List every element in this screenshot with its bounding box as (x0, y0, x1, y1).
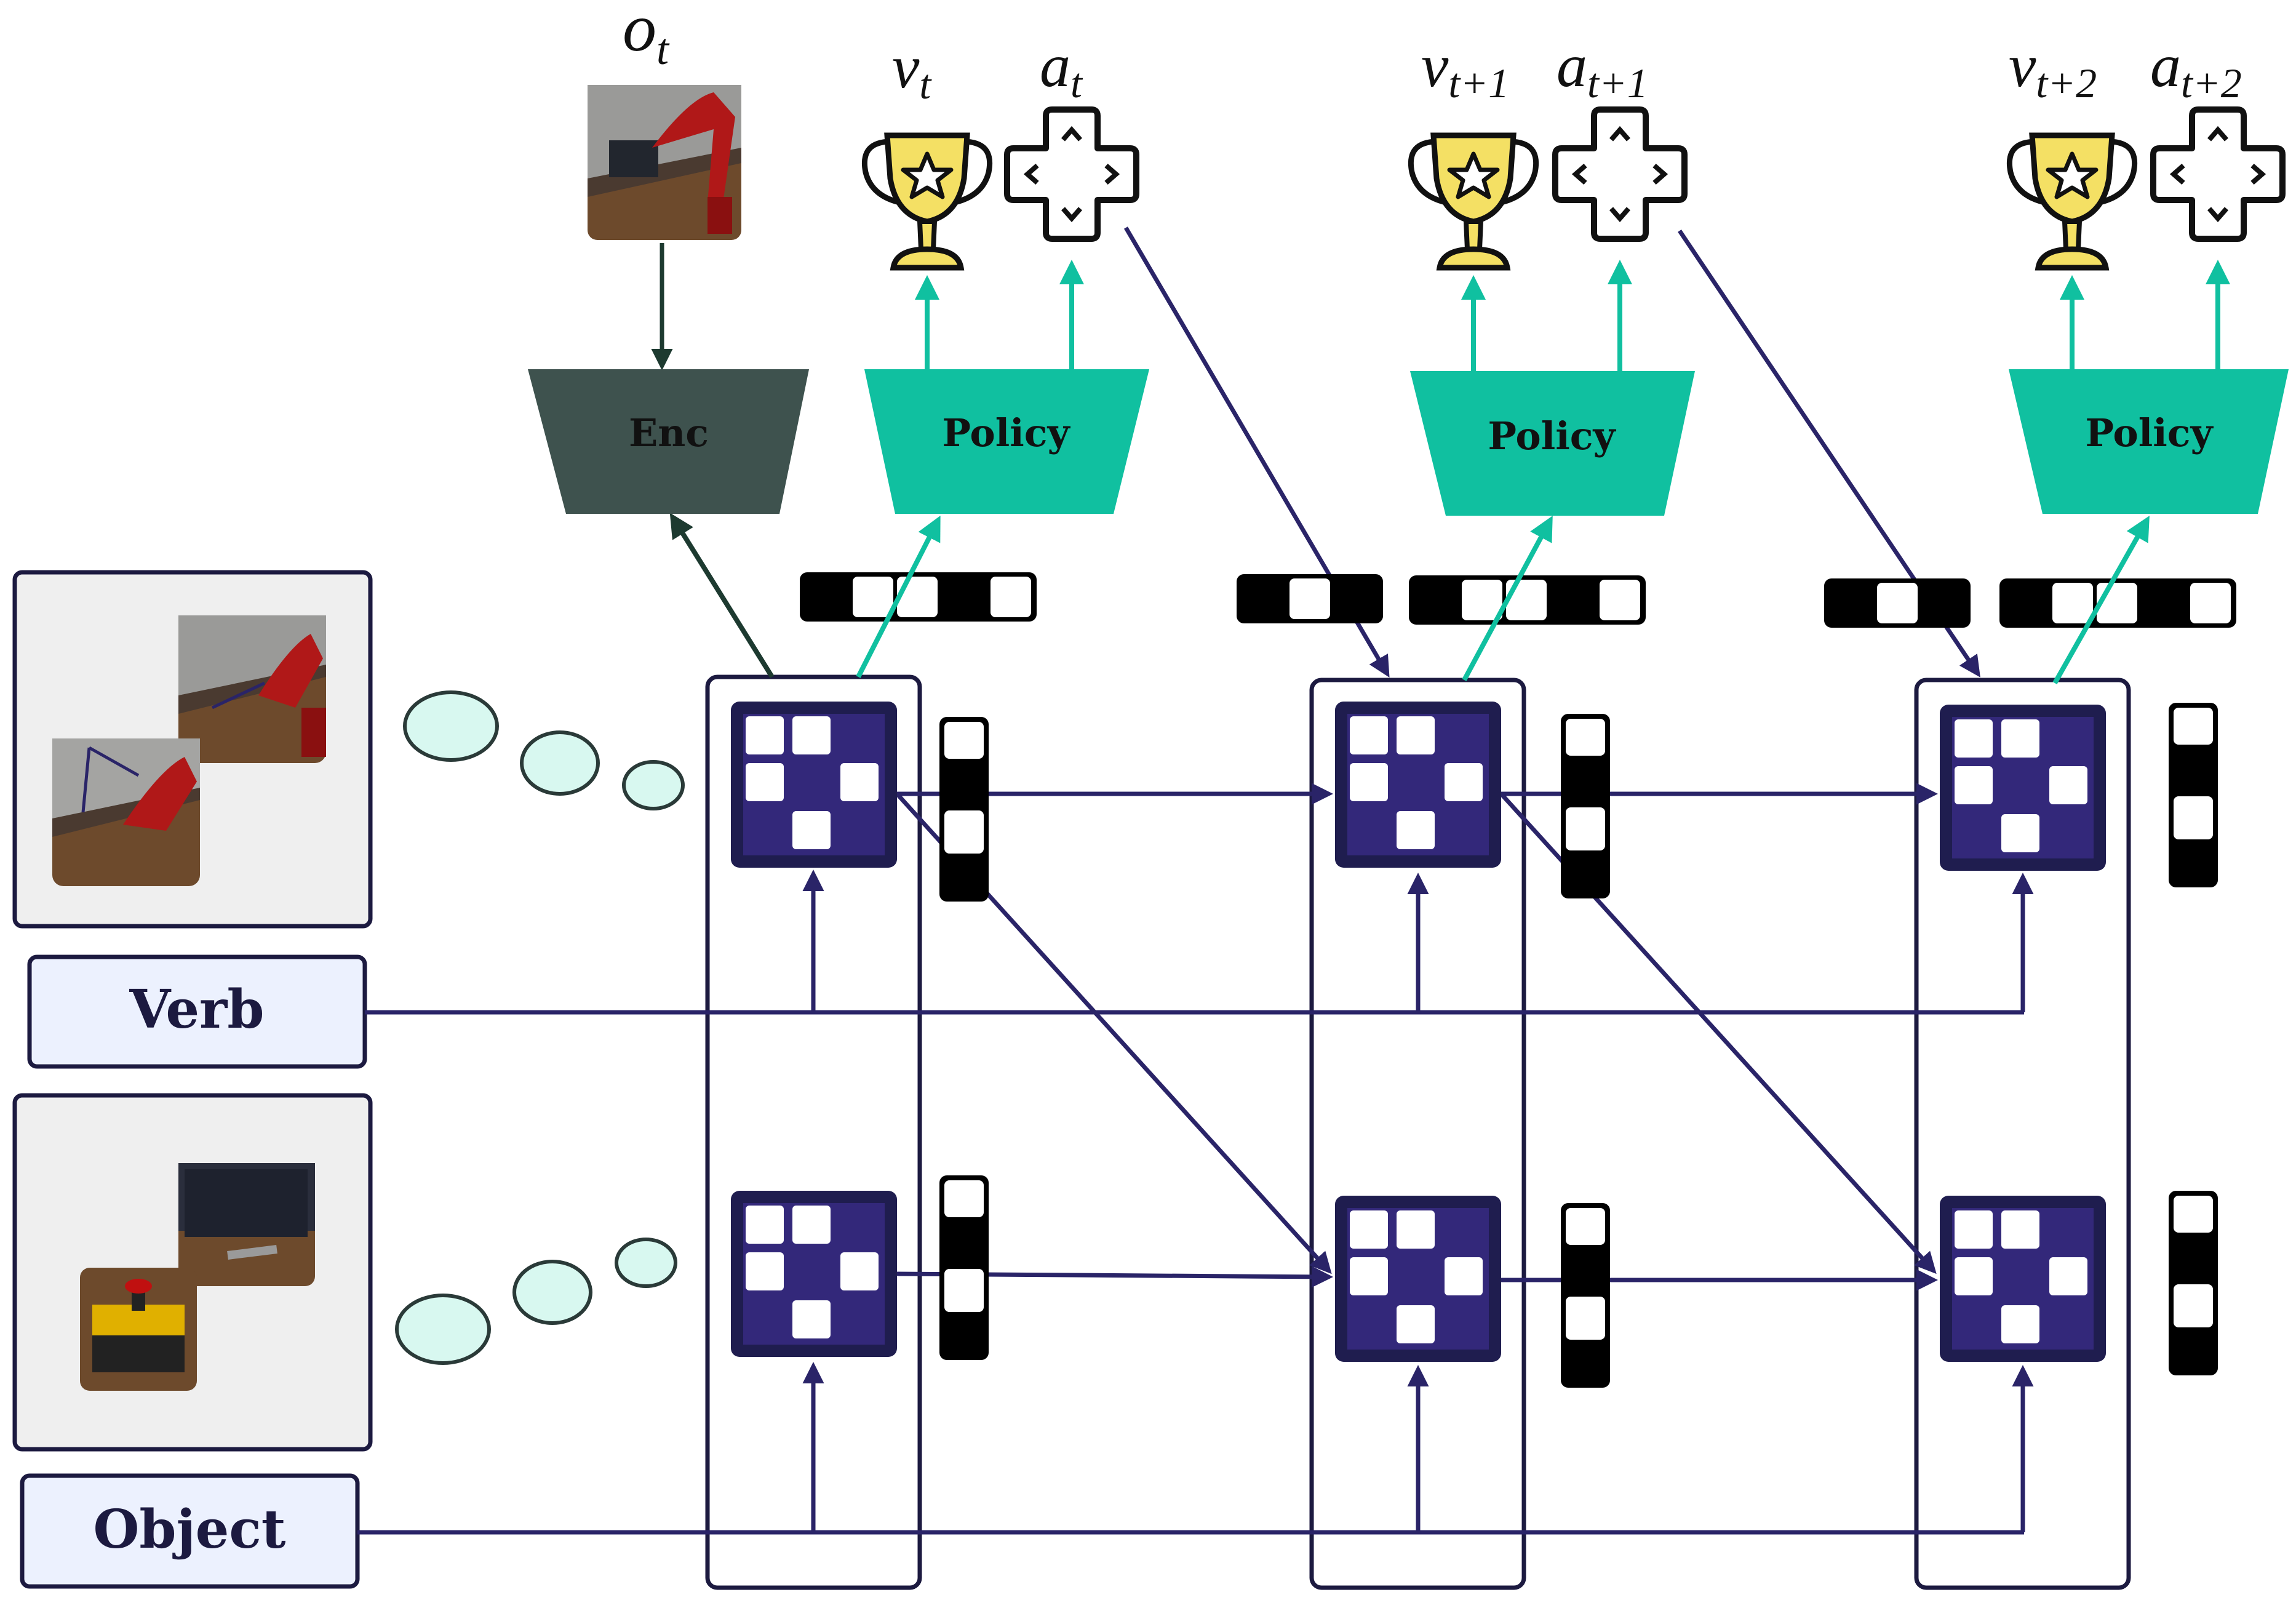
action-token-bar-t2 (1824, 578, 1971, 628)
object-input-connector (357, 1362, 2034, 1535)
timestep-frame-t2 (1914, 678, 2131, 1590)
svg-text:vt+1: vt+1 (1421, 31, 1509, 106)
token-bar-verb-t (939, 717, 989, 902)
verb-label-box: Verb (27, 954, 367, 1069)
timestep-frame-t1 (1309, 678, 1526, 1590)
action-label-t: at (1040, 31, 1083, 106)
policy-label-t2: Policy (2085, 410, 2214, 455)
policy-label-t: Policy (942, 410, 1070, 455)
policy-block-t1: Policy (1410, 371, 1695, 516)
latent-to-policy-arrow-t2 (2052, 516, 2150, 684)
latent-grid-object-t2 (1940, 1196, 2106, 1362)
latent-to-policy-arrow-t1 (1462, 515, 1553, 681)
state-token-bar-t1 (1409, 575, 1646, 625)
thought-bubbles-object (395, 1238, 677, 1365)
token-bar-verb-t1 (1561, 714, 1610, 898)
policy-label-t1: Policy (1488, 414, 1616, 458)
robot-scene-panel (12, 570, 373, 929)
object-scene-image (80, 1163, 315, 1391)
latent-grid-verb-t (731, 702, 897, 868)
observation-math-label: ot (623, 0, 670, 74)
verb-label: Verb (129, 978, 265, 1041)
verb-input-connector (365, 870, 2034, 1015)
value-label-t1: vt+1 (1421, 31, 1509, 106)
latent-to-encoder-arrow (669, 513, 775, 679)
svg-text:at+2: at+2 (2150, 31, 2242, 106)
dpad-icon (1555, 110, 1684, 239)
svg-text:vt: vt (892, 33, 932, 108)
policy-block-t2: Policy (2009, 369, 2289, 514)
value-label-t: vt (892, 33, 932, 108)
svg-text:vt+2: vt+2 (2009, 31, 2097, 106)
encoder-label: Enc (629, 410, 709, 455)
action-label-t1: at+1 (1557, 31, 1648, 106)
policy-output-arrows (915, 260, 2230, 371)
state-token-bar-t2 (1999, 578, 2236, 628)
robot-arm-scene-image (52, 615, 326, 886)
value-label-t2: vt+2 (2009, 31, 2097, 106)
token-bar-object-t1 (1561, 1203, 1610, 1388)
token-bar-object-t2 (2169, 1191, 2218, 1375)
trophy-icon (1411, 135, 1536, 268)
latent-to-policy-arrow-t (856, 515, 941, 678)
encoder-block: Enc (528, 369, 809, 514)
object-label-box: Object (20, 1473, 360, 1589)
action-token-bar-t1 (1237, 574, 1383, 623)
observation-image (588, 85, 741, 240)
thought-bubbles-verb (403, 690, 685, 810)
svg-text:at+1: at+1 (1557, 31, 1648, 106)
policy-block-t: Policy (864, 369, 1149, 514)
latent-grid-object-t1 (1335, 1196, 1501, 1362)
token-bar-object-t (939, 1175, 989, 1360)
latent-grid-verb-t2 (1940, 705, 2106, 871)
trophy-icon (864, 135, 989, 268)
svg-text:at: at (1040, 31, 1083, 106)
trophy-icon (2009, 135, 2134, 268)
svg-text:ot: ot (623, 0, 670, 74)
dpad-icon (2153, 110, 2282, 239)
object-scene-panel (12, 1093, 373, 1452)
dpad-icon (1007, 110, 1136, 239)
state-token-bar-t (800, 572, 1037, 622)
action-label-t2: at+2 (2150, 31, 2242, 106)
latent-grid-verb-t1 (1335, 702, 1501, 868)
latent-grid-object-t (731, 1191, 897, 1357)
timestep-frame-t (705, 674, 922, 1590)
token-bar-verb-t2 (2169, 703, 2218, 887)
object-label: Object (94, 1498, 286, 1561)
